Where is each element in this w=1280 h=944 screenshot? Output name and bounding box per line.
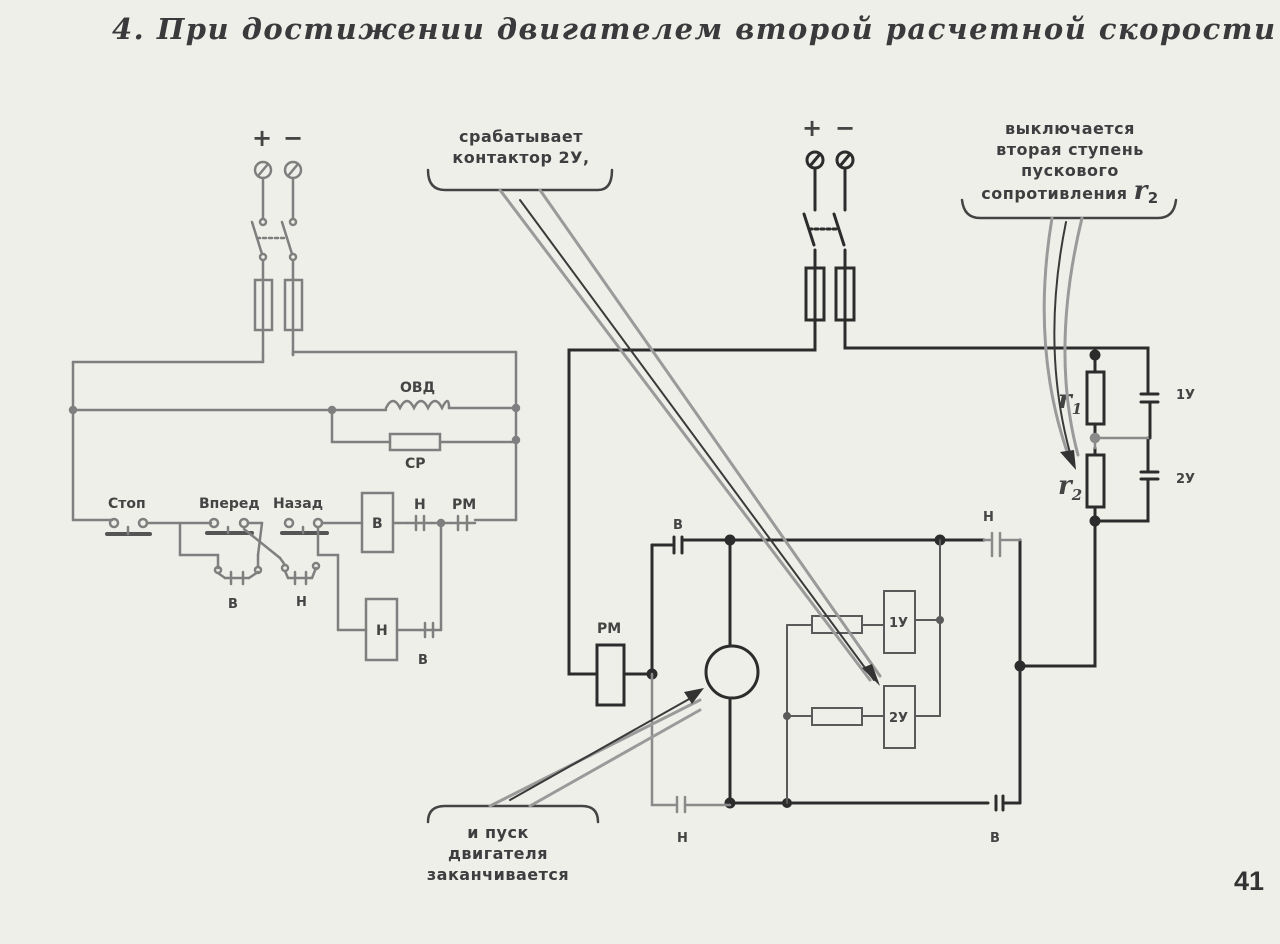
rm-label-left: РМ (452, 497, 476, 513)
sr-resistor (388, 432, 442, 452)
left-circuit: + − ОВД СР Стоп Вперед Назад В Н РМ Н В … (68, 124, 521, 668)
note-resistance-word: сопротивления (981, 184, 1128, 203)
resistor-r2 (1085, 453, 1106, 509)
start-bracket (426, 804, 600, 824)
resistance-arrow (1053, 221, 1073, 461)
rm-label-right: РМ (597, 621, 621, 637)
left-plus-label: + (252, 124, 272, 152)
right-plus-label: + (802, 114, 822, 142)
contact-1u-label: 1У (1176, 388, 1195, 403)
note-resistance-line2: вторая ступень (996, 140, 1144, 159)
contact-v-top-label: В (673, 518, 683, 533)
interlock-v-label: В (228, 597, 238, 612)
contact-v-bottom-right-label: В (990, 831, 1000, 846)
ovd-coil (384, 399, 451, 411)
note-resistance-subscript: 2 (1147, 189, 1159, 208)
slide-title: 4. При достижении двигателем второй расч… (112, 6, 1280, 52)
sr-label: СР (405, 456, 426, 472)
coil-2u-label: 2У (889, 711, 908, 726)
note-resistance-line3: пускового (1021, 161, 1119, 180)
contact-v-label: В (418, 653, 428, 668)
motor (704, 644, 760, 700)
note-resistance-line4: сопротивления r2 (960, 178, 1180, 209)
note-start-line1: и пуск (467, 823, 529, 842)
page-number: 41 (1234, 866, 1265, 896)
contactor-bracket (426, 168, 614, 192)
resistor-2u-branch (811, 707, 863, 726)
title-text: 4. При достижении двигателем второй расч… (112, 12, 1277, 46)
contact-n-top-right-label: Н (983, 510, 994, 525)
resistance-bracket (960, 198, 1178, 220)
note-contactor-line2: контактор 2У, (452, 148, 590, 167)
start-arrow (509, 693, 699, 801)
note-contactor: срабатывает контактор 2У, (436, 126, 606, 168)
right-minus-label: − (835, 114, 855, 142)
note-start: и пуск двигателя заканчивается (408, 822, 588, 885)
back-label: Назад (273, 496, 323, 512)
contactor-arrow (519, 199, 875, 681)
left-minus-label: − (283, 124, 303, 152)
note-start-line2: двигателя (447, 844, 549, 863)
note-resistance-symbol: r (1133, 176, 1148, 206)
contact-2u-label: 2У (1176, 472, 1195, 487)
note-resistance: выключается вторая ступень пускового соп… (960, 118, 1180, 209)
coil-1u-label: 1У (889, 616, 908, 631)
coil-1u (883, 590, 916, 654)
contact-n-label: Н (414, 497, 426, 513)
coil-v-label: В (372, 516, 383, 532)
contact-n-bottom-label: Н (677, 831, 688, 846)
forward-label: Вперед (199, 496, 260, 512)
resistor-r1 (1085, 370, 1106, 426)
coil-n-label: Н (376, 623, 388, 639)
ovd-label: ОВД (400, 380, 435, 396)
note-contactor-line1: срабатывает (459, 127, 583, 146)
note-start-line3: заканчивается (426, 865, 570, 884)
interlock-n-label: Н (296, 595, 307, 610)
note-resistance-line1: выключается (1005, 119, 1135, 138)
right-circuit: + − r1 r2 1У 2У 1У 2У РМ В Н Н В (567, 114, 1195, 846)
stop-label: Стоп (108, 496, 146, 512)
coil-rm (595, 643, 626, 707)
callouts (426, 168, 1178, 824)
r2-label: r2 (1058, 471, 1082, 504)
